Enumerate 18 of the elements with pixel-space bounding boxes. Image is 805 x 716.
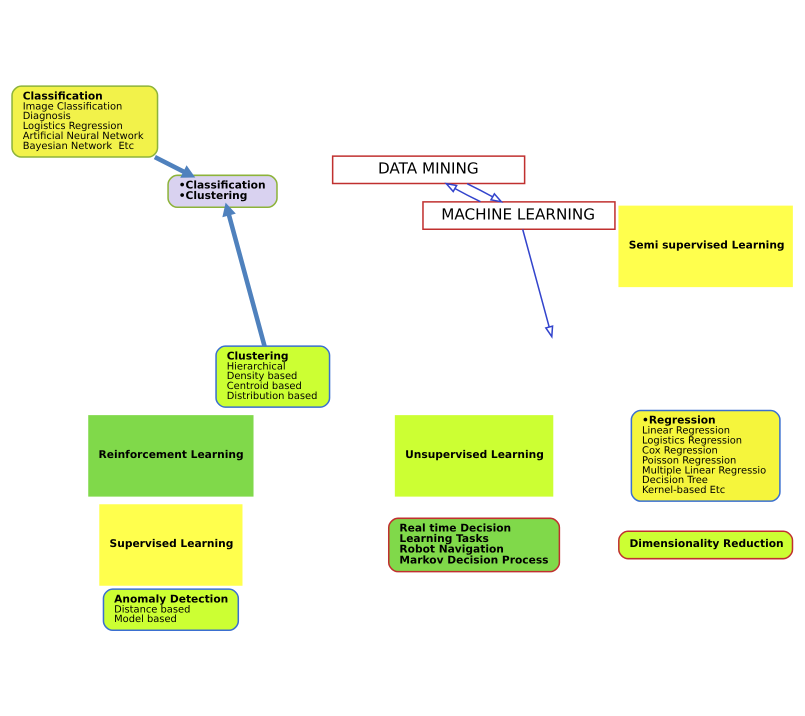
node-box: Clustering Hierarchical Density based Centroid based Distribution based — [215, 345, 330, 408]
node-box: Reinforcement Learning — [87, 414, 254, 498]
node-box: Unsupervised Learning — [394, 414, 554, 498]
node-box: Semi supervised Learning — [618, 204, 794, 288]
arrow — [222, 202, 267, 347]
node-box: Dimensionality Reduction — [618, 530, 794, 560]
arrow — [466, 182, 504, 203]
node-box: DATA MINING — [332, 155, 526, 184]
node-box: Real time Decision Learning Tasks Robot Navigation Markov Decision Process — [388, 518, 560, 572]
arrow — [444, 182, 481, 202]
arrow — [154, 155, 196, 178]
node-box: Supervised Learning — [98, 503, 244, 586]
arrow — [522, 229, 554, 339]
node-box: Classification Image Classification Diagnosis Logistics Regression Artificial Neural Network Bayesian Network Etc — [11, 85, 158, 158]
node-box: •Classification •Clustering — [167, 174, 278, 208]
node-box: Anomaly Detection Distance based Model based — [102, 588, 240, 632]
node-box: •Regression Linear Regression Logistics Regression Cox Regression Poisson Regression Multiple Linear Regressio Decision Tree Kernel-based Etc — [630, 410, 781, 502]
node-box: MACHINE LEARNING — [422, 201, 616, 230]
